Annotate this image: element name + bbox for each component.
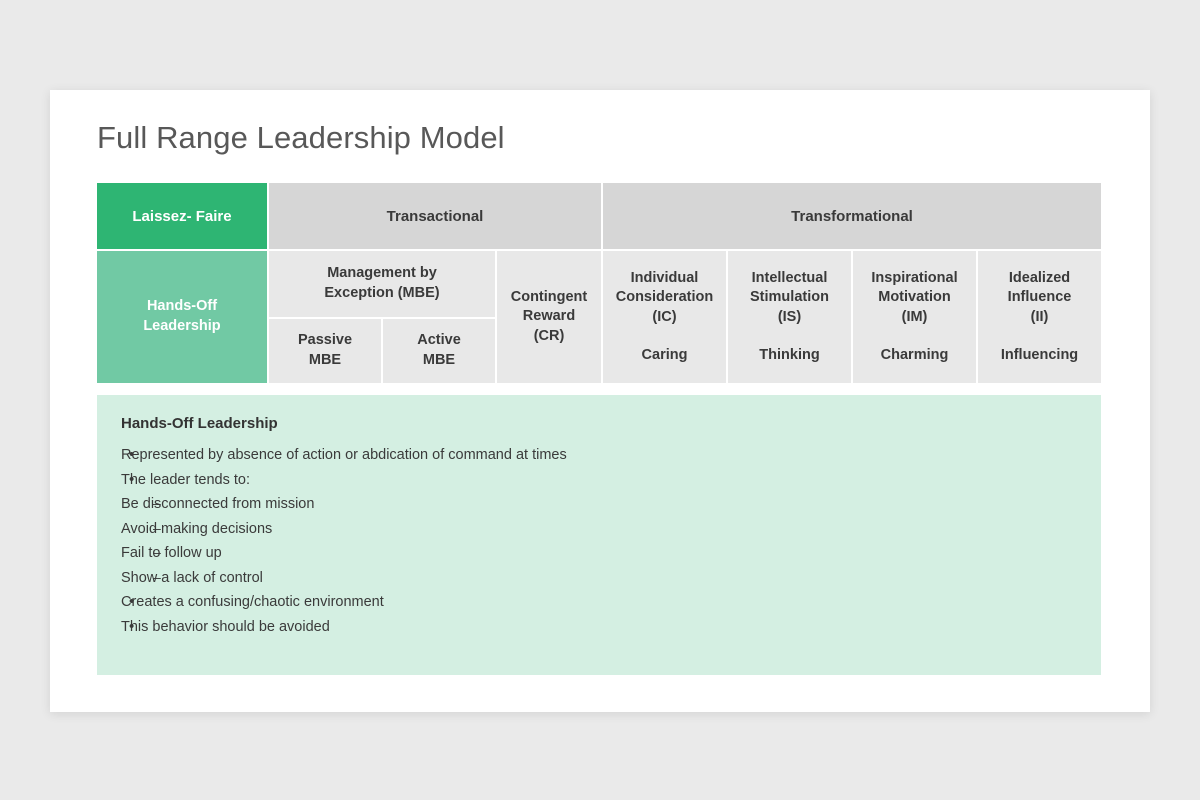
slide-card: Full Range Leadership Model Laissez- Fai…: [50, 90, 1150, 712]
detail-panel: Hands-Off Leadership Represented by abse…: [97, 395, 1101, 675]
active-mbe-line1: Active: [417, 332, 461, 349]
im-line1: Inspirational: [871, 269, 958, 286]
im-line2: Motivation: [878, 289, 951, 306]
ii-keyword: Influencing: [1000, 346, 1079, 363]
hands-off-line1: Hands-Off: [146, 298, 218, 315]
header-transactional[interactable]: Transactional: [269, 183, 601, 249]
list-item: Avoid making decisions: [121, 517, 1077, 542]
is-line1: Intellectual: [751, 269, 828, 286]
list-item: Creates a confusing/chaotic environment: [121, 590, 1077, 615]
cell-intellectual-stimulation[interactable]: Intellectual Stimulation (IS) Thinking: [728, 251, 851, 383]
matrix-content-row: Hands-Off Leadership Management by Excep…: [97, 251, 1101, 383]
list-item: The leader tends to:: [121, 468, 1077, 493]
is-line3: (IS): [777, 309, 802, 325]
mbe-title-line1: Management by: [327, 265, 437, 282]
cell-inspirational-motivation[interactable]: Inspirational Motivation (IM) Charming: [853, 251, 976, 383]
ii-line3: (II): [1030, 309, 1049, 325]
is-line2: Stimulation: [750, 289, 829, 306]
cell-individual-consideration[interactable]: Individual Consideration (IC) Caring: [603, 251, 726, 383]
cell-management-by-exception: Management by Exception (MBE) Passive MB…: [269, 251, 495, 383]
list-item: This behavior should be avoided: [121, 615, 1077, 640]
im-keyword: Charming: [880, 346, 949, 363]
cell-active-mbe[interactable]: Active MBE: [383, 319, 495, 383]
header-laissez-faire[interactable]: Laissez- Faire: [97, 183, 267, 249]
is-keyword: Thinking: [759, 346, 820, 363]
ic-keyword: Caring: [641, 346, 688, 363]
mbe-title[interactable]: Management by Exception (MBE): [269, 251, 495, 317]
list-item: Show a lack of control: [121, 566, 1077, 591]
ii-line2: Influence: [1007, 289, 1072, 306]
mbe-title-line2: Exception (MBE): [324, 285, 440, 301]
contingent-reward-line2: Reward: [522, 308, 576, 325]
contingent-reward-line3: (CR): [533, 327, 565, 344]
im-line3: (IM): [901, 309, 928, 325]
ii-line1: Idealized: [1008, 269, 1071, 286]
list-item: Fail to follow up: [121, 541, 1077, 566]
detail-panel-title: Hands-Off Leadership: [121, 415, 278, 432]
active-mbe-line2: MBE: [422, 352, 456, 368]
cell-contingent-reward[interactable]: Contingent Reward (CR): [497, 251, 601, 383]
passive-mbe-line1: Passive: [297, 332, 353, 349]
detail-bullet-list: Represented by absence of action or abdi…: [121, 443, 1077, 639]
cell-hands-off-leadership[interactable]: Hands-Off Leadership: [97, 251, 267, 383]
ic-line1: Individual: [630, 269, 699, 286]
hands-off-line2: Leadership: [143, 318, 221, 334]
ic-line2: Consideration: [615, 289, 714, 306]
ic-line3: (IC): [652, 309, 677, 325]
mbe-subcells: Passive MBE Active MBE: [269, 319, 495, 383]
cell-passive-mbe[interactable]: Passive MBE: [269, 319, 381, 383]
passive-mbe-line2: MBE: [308, 352, 342, 368]
leadership-matrix: Laissez- Faire Transactional Transformat…: [97, 183, 1101, 383]
contingent-reward-line1: Contingent: [510, 288, 588, 305]
list-item: Be disconnected from mission: [121, 492, 1077, 517]
cell-idealized-influence[interactable]: Idealized Influence (II) Influencing: [978, 251, 1101, 383]
page-title: Full Range Leadership Model: [97, 120, 505, 155]
matrix-header-row: Laissez- Faire Transactional Transformat…: [97, 183, 1101, 249]
list-item: Represented by absence of action or abdi…: [121, 443, 1077, 468]
header-transformational[interactable]: Transformational: [603, 183, 1101, 249]
